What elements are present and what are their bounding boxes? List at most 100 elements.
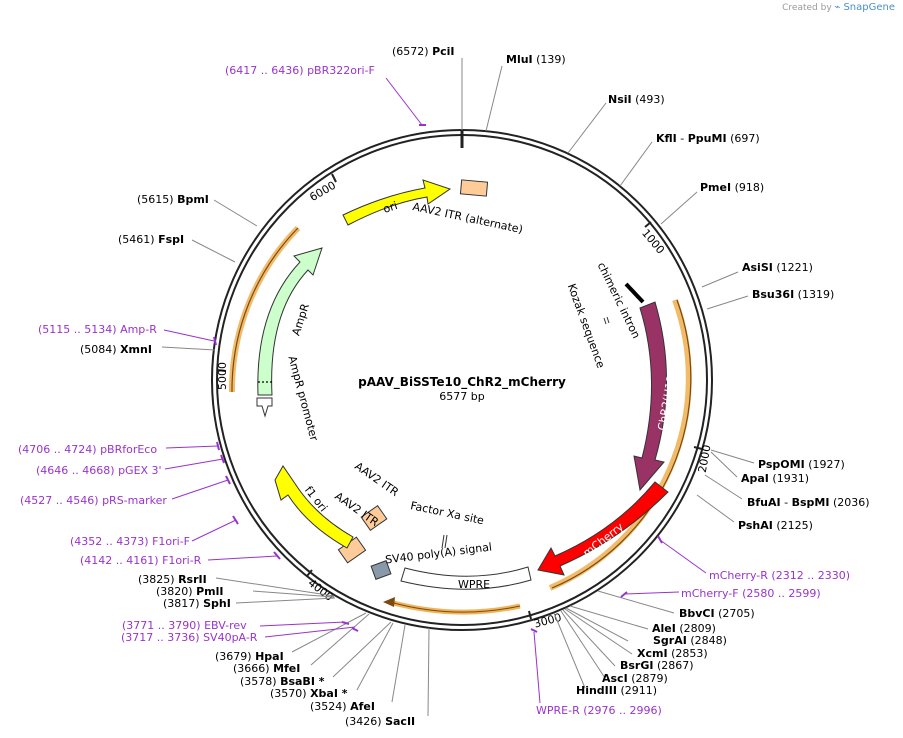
enzyme-pmli[interactable]: (3820) PmlI xyxy=(156,585,335,598)
svg-text:BfuAI - BspMI (2036): BfuAI - BspMI (2036) xyxy=(747,496,870,509)
snapgene-credit: Created by ⌁ SnapGene xyxy=(782,2,895,13)
primer-f1ori-r[interactable]: (4142 .. 4161) F1ori-R xyxy=(80,551,281,567)
enzyme-pspomi[interactable]: PspOMI (1927) xyxy=(710,449,845,471)
svg-text:(3679) HpaI: (3679) HpaI xyxy=(215,650,284,663)
svg-text:2000: 2000 xyxy=(696,444,714,474)
enzyme-pcii[interactable]: (6572) PciI xyxy=(392,45,463,130)
primer-amp-r[interactable]: (5115 .. 5134) Amp-R xyxy=(38,323,217,346)
svg-text:mCherry-R (2312 .. 2330): mCherry-R (2312 .. 2330) xyxy=(709,569,850,582)
svg-text:(5115 .. 5134) Amp-R: (5115 .. 5134) Amp-R xyxy=(38,323,157,336)
enzyme-sphi[interactable]: (3817) SphI xyxy=(163,597,336,610)
enzyme-hindiii[interactable]: HindIII (2911) xyxy=(553,612,657,697)
enzyme-bfuai-bspmi[interactable]: BfuAI - BspMI (2036) xyxy=(704,474,870,509)
feature-wpre[interactable]: WPRE xyxy=(400,566,532,591)
enzyme-sacii[interactable]: (3426) SacII xyxy=(345,627,430,728)
enzyme-kfli-ppumi[interactable]: KflI - PpuMI (697) xyxy=(619,132,760,187)
svg-text:ori: ori xyxy=(381,199,399,216)
enzyme-xmni[interactable]: (5084) XmnI xyxy=(80,343,216,356)
svg-text:AleI (2809): AleI (2809) xyxy=(652,622,716,635)
svg-text:Kozak sequence: Kozak sequence xyxy=(565,282,608,370)
enzyme-bsrgi[interactable]: BsrGI (2867) xyxy=(562,609,694,672)
enzyme-mfei[interactable]: (3666) MfeI xyxy=(233,613,370,675)
enzyme-bsabi[interactable]: (3578) BsaBI * xyxy=(240,621,392,688)
tick-5000: 5000 xyxy=(216,362,229,390)
svg-text:(3825) RsrII: (3825) RsrII xyxy=(138,573,207,586)
svg-text:WPRE-R (2976 .. 2996): WPRE-R (2976 .. 2996) xyxy=(536,704,662,717)
svg-text:Bsu36I (1319): Bsu36I (1319) xyxy=(752,288,834,301)
enzyme-pmei[interactable]: PmeI (918) xyxy=(660,181,764,225)
primer-pgex-3[interactable]: (4646 .. 4668) pGEX 3' xyxy=(36,454,225,477)
svg-text:WPRE: WPRE xyxy=(458,578,490,591)
svg-text:PmeI (918): PmeI (918) xyxy=(700,181,764,194)
primer-prs-marker[interactable]: (4527 .. 4546) pRS-marker xyxy=(20,475,231,507)
svg-text:(6417 .. 6436) pBR322ori-F: (6417 .. 6436) pBR322ori-F xyxy=(225,64,375,77)
enzyme-asisi[interactable]: AsiSI (1221) xyxy=(701,261,813,288)
svg-text:ApaI (1931): ApaI (1931) xyxy=(741,472,809,485)
enzyme-xcmi[interactable]: XcmI (2853) xyxy=(564,608,708,660)
enzyme-sgrai[interactable]: SgrAI (2848) xyxy=(565,607,727,647)
primer-mcherry-f[interactable]: mCherry-F (2580 .. 2599) xyxy=(620,587,821,600)
svg-text:5000: 5000 xyxy=(216,362,229,390)
svg-text:NsiI (493): NsiI (493) xyxy=(608,93,665,106)
svg-text:XcmI (2853): XcmI (2853) xyxy=(637,647,708,660)
enzyme-pshai[interactable]: PshAI (2125) xyxy=(696,494,813,532)
enzyme-bbvci[interactable]: BbvCI (2705) xyxy=(597,590,755,620)
svg-text:SV40 poly(A) signal: SV40 poly(A) signal xyxy=(384,540,492,566)
svg-text:chimeric intron: chimeric intron xyxy=(595,260,643,340)
feature-kozak[interactable]: Kozak sequence xyxy=(565,282,610,370)
svg-text:(5461) FspI: (5461) FspI xyxy=(118,233,184,246)
primer-mcherry-r[interactable]: mCherry-R (2312 .. 2330) xyxy=(657,535,850,582)
enzyme-afei[interactable]: (3524) AfeI xyxy=(310,624,406,713)
plasmid-name: pAAV_BiSSTe10_ChR2_mCherry xyxy=(358,375,566,390)
enzyme-fspi[interactable]: (5461) FspI xyxy=(118,233,236,263)
wpre-highlight-arrow xyxy=(383,597,395,607)
svg-text:(4142 .. 4161) F1ori-R: (4142 .. 4161) F1ori-R xyxy=(80,554,202,567)
enzyme-apai[interactable]: ApaI (1931) xyxy=(710,451,809,485)
svg-text:(4527 .. 4546) pRS-marker: (4527 .. 4546) pRS-marker xyxy=(20,494,167,507)
enzyme-bpmi[interactable]: (5615) BpmI xyxy=(137,193,258,227)
enzyme-hpai[interactable]: (3679) HpaI xyxy=(215,612,367,663)
svg-text:MluI (139): MluI (139) xyxy=(506,53,566,66)
svg-text:AAV2 ITR (alternate): AAV2 ITR (alternate) xyxy=(411,200,524,236)
primer-ebv-rev[interactable]: (3771 .. 3790) EBV-rev xyxy=(122,619,350,632)
feature-chimeric-intron[interactable]: chimeric intron xyxy=(595,260,645,341)
credit-brand: SnapGene xyxy=(843,2,895,13)
svg-text:(3426) SacII: (3426) SacII xyxy=(345,715,415,728)
svg-text:SgrAI (2848): SgrAI (2848) xyxy=(653,634,727,647)
snapgene-logo: ⌁ xyxy=(834,2,841,13)
enzyme-nsii[interactable]: NsiI (493) xyxy=(567,93,665,154)
svg-text:6000: 6000 xyxy=(307,179,338,204)
feature-ori[interactable]: ori xyxy=(342,179,452,226)
orf-highlight-right xyxy=(548,298,692,591)
primer-wpre-r[interactable]: WPRE-R (2976 .. 2996) xyxy=(530,628,662,717)
primer-sv40pa-r[interactable]: (3717 .. 3736) SV40pA-R xyxy=(121,626,359,644)
enzyme-rsrii[interactable]: (3825) RsrII xyxy=(138,573,335,597)
feature-factor-xa[interactable]: Factor Xa site xyxy=(409,499,485,549)
svg-text:BsrGI (2867): BsrGI (2867) xyxy=(620,659,694,672)
svg-text:AscI (2879): AscI (2879) xyxy=(602,672,668,685)
enzyme-bsu36i[interactable]: Bsu36I (1319) xyxy=(706,288,834,310)
orf-highlight-right-line xyxy=(551,299,692,589)
enzyme-alei[interactable]: AleI (2809) xyxy=(569,605,716,635)
feature-f1ori[interactable]: f1 ori xyxy=(274,465,354,549)
svg-text:BbvCI (2705): BbvCI (2705) xyxy=(679,607,755,620)
svg-text:(3666) MfeI: (3666) MfeI xyxy=(233,662,300,675)
enzyme-xbai[interactable]: (3570) XbaI * xyxy=(270,622,394,700)
svg-text:(5615) BpmI: (5615) BpmI xyxy=(137,193,209,206)
svg-text:(3820) PmlI: (3820) PmlI xyxy=(156,585,223,598)
svg-text:(3578) BsaBI *: (3578) BsaBI * xyxy=(240,675,325,688)
svg-text:(5084) XmnI: (5084) XmnI xyxy=(80,343,152,356)
primer-pbrforeco[interactable]: (4706 .. 4724) pBRforEco xyxy=(18,441,220,456)
svg-text:AAV2 ITR: AAV2 ITR xyxy=(352,460,401,500)
svg-text:(4352 .. 4373) F1ori-F: (4352 .. 4373) F1ori-F xyxy=(70,535,190,548)
svg-text:mCherry-F (2580 .. 2599): mCherry-F (2580 .. 2599) xyxy=(681,587,821,600)
svg-text:(3771 .. 3790) EBV-rev: (3771 .. 3790) EBV-rev xyxy=(122,619,247,632)
enzyme-asci[interactable]: AscI (2879) xyxy=(560,610,668,685)
feature-mcherry[interactable]: mCherry xyxy=(537,481,669,576)
primer-pbr322ori-f[interactable]: (6417 .. 6436) pBR322ori-F xyxy=(225,64,426,126)
primer-f1ori-f[interactable]: (4352 .. 4373) F1ori-F xyxy=(70,515,239,548)
svg-text:HindIII (2911): HindIII (2911) xyxy=(576,684,657,697)
enzyme-mlui[interactable]: MluI (139) xyxy=(485,53,566,132)
feature-itr2[interactable]: AAV2 ITR xyxy=(332,490,381,564)
svg-text:(3817) SphI: (3817) SphI xyxy=(163,597,231,610)
